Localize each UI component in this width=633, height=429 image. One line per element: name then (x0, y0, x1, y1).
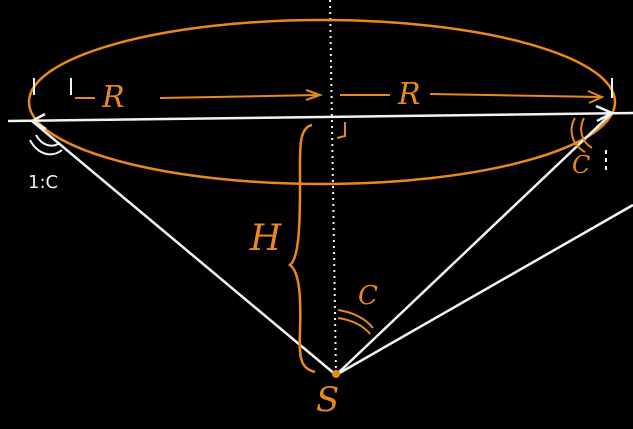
radius-left-arrowhead (305, 89, 323, 101)
radius-right-line-b (429, 93, 601, 98)
radius-right-arrowhead (587, 90, 605, 104)
apex-label: S (316, 380, 339, 420)
radius-left-line-b (159, 94, 319, 99)
right-angle-arc-1 (570, 117, 586, 153)
right-angle-arc-2 (580, 117, 593, 149)
left-angle-arc-1 (29, 139, 63, 156)
height-brace (287, 123, 316, 374)
diameter-line (7, 111, 633, 123)
extra-line (335, 203, 633, 377)
radius-label-right: R (397, 77, 421, 112)
apex-angle-arc-1 (337, 309, 374, 329)
vertical-axis (329, 0, 337, 376)
height-label: H (249, 218, 282, 259)
left-angle-arc-2 (35, 134, 61, 147)
left-angle-label: 1:C (28, 172, 58, 193)
left-generatrix (31, 120, 337, 376)
right-angle-label: C (572, 151, 590, 179)
base-ellipse (27, 18, 617, 186)
right-generatrix (335, 112, 613, 376)
apex-angle-arc-2 (337, 317, 371, 335)
radius-label-left: R (101, 80, 125, 115)
apex-angle-label: C (358, 281, 378, 311)
right-angle-mark (336, 122, 346, 139)
apex-point (332, 370, 340, 378)
